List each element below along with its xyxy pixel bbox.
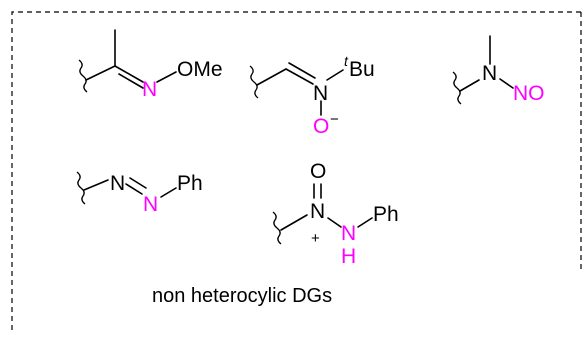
scheme-caption: non heterocylic DGs [152,285,332,307]
hydrazide-structure: O N + N H Ph [272,160,399,268]
wavy-attachment-3 [452,71,462,105]
nitroso-label: NO [513,82,545,105]
nitrone-oxygen-label: O [313,115,329,138]
nitrone-nitrogen-label: N [313,82,328,105]
wavy-attachment-2 [249,65,259,99]
wavy-attachment-5 [272,211,282,245]
hydrazide-hydrogen-label: H [341,245,356,268]
hydrazide-nitrogen-2-label: N [341,222,356,245]
azo-phenyl-label: Ph [177,172,203,195]
hydrazide-nitrogen-1-label: N [310,200,325,223]
azobenzene-structure: N N Ph [76,171,203,216]
dashed-frame [11,11,582,330]
positive-charge-label: + [311,230,320,247]
nitrosamine-nitrogen-label: N [482,62,497,85]
butyl-label: Bu [349,58,375,81]
hydrazide-oxygen-label: O [310,160,326,183]
azo-nitrogen-2-label: N [143,193,158,216]
oxime-ether-structure: N OMe [78,29,223,101]
hydrazide-phenyl-label: Ph [373,203,399,226]
azo-nitrogen-1-label: N [110,172,125,195]
nitrosamine-structure: N NO [452,35,545,105]
oxime-nitrogen-label: N [142,78,157,101]
negative-charge-label: − [330,111,339,128]
wavy-attachment-1 [78,59,88,93]
tert-label: t [344,53,349,69]
wavy-attachment-4 [76,171,86,205]
nitrone-structure: t Bu N O − [249,53,375,138]
methoxy-label: OMe [177,58,223,81]
